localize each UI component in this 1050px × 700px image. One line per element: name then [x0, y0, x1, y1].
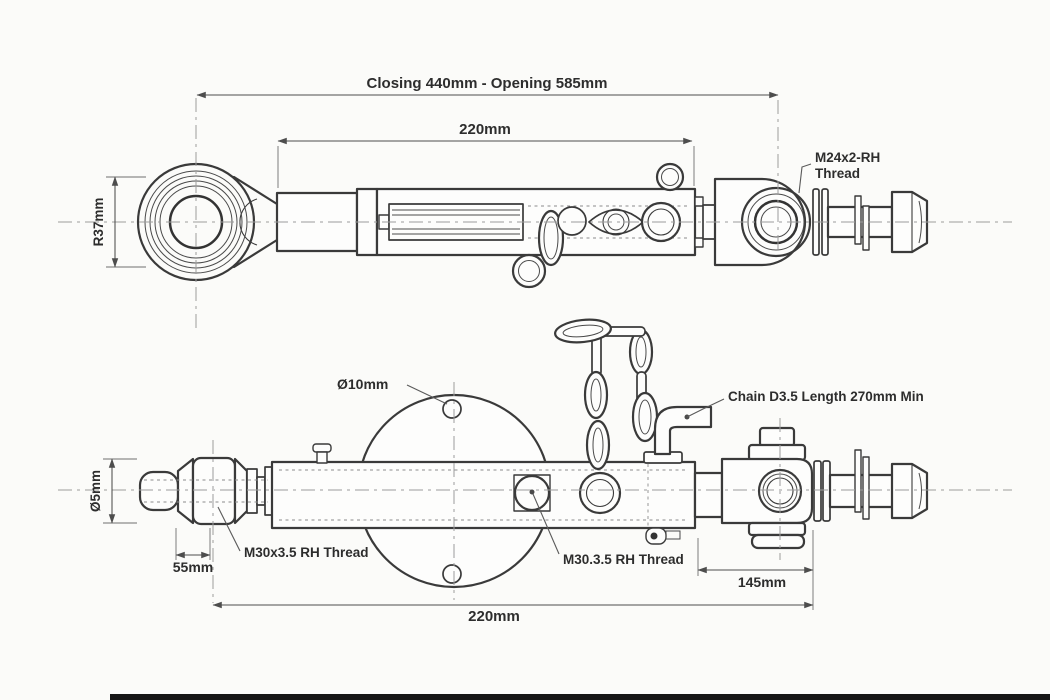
- ball-band: [191, 456, 237, 526]
- thread-label-line1: M24x2-RH: [815, 150, 880, 165]
- top-bolt: [312, 443, 332, 464]
- lynch-pin-rings: [511, 209, 565, 289]
- bottom-pin: [645, 527, 681, 545]
- dim-clevis-text: 145mm: [738, 574, 786, 590]
- tube-hardware: [557, 162, 685, 243]
- clevis-bottom-pad: [747, 521, 807, 537]
- ball-cap: [138, 470, 180, 512]
- safety-chain: [554, 318, 713, 471]
- ball-thread-text: M30x3.5 RH Thread: [244, 545, 369, 560]
- pin-hole: [557, 206, 587, 236]
- plate-hole-top: [442, 399, 462, 419]
- hanging-link: [537, 209, 565, 267]
- dim-ball-radius: R37mm: [91, 176, 146, 268]
- dim-ball-diameter-text: Ø5mm: [88, 470, 103, 512]
- stabiliser-tube: [270, 460, 724, 530]
- chain-link: [583, 370, 609, 420]
- plate-hole-bottom: [442, 564, 462, 584]
- mid-thread-text: M30.3.5 RH Thread: [563, 552, 684, 567]
- label-plate-hole: Ø10mm: [337, 376, 448, 405]
- dim-ball-width: 55mm: [173, 528, 213, 575]
- dim-tube-text: 220mm: [459, 121, 511, 138]
- dim-body-length-bottom: 220mm: [212, 601, 814, 625]
- tube-neck: [693, 471, 724, 519]
- ball-joint-side: [138, 456, 276, 526]
- dim-overall-length: Closing 440mm - Opening 585mm: [196, 75, 779, 99]
- chain-anchor-elbow: [653, 405, 713, 456]
- dim-tube-length-top: 220mm: [277, 121, 695, 188]
- label-mid-thread: M30.3.5 RH Thread: [529, 489, 684, 567]
- dim-overall-text: Closing 440mm - Opening 585mm: [367, 75, 608, 92]
- thread-label-line2: Thread: [815, 166, 860, 181]
- dim-ball-radius-text: R37mm: [91, 198, 106, 247]
- lynch-ring-top: [655, 162, 685, 192]
- turnbuckle-body: [275, 187, 704, 257]
- dim-ball-width-text: 55mm: [173, 559, 213, 575]
- clevis-top-pad: [758, 426, 796, 448]
- chain-ring: [578, 471, 622, 515]
- washer: [813, 460, 822, 522]
- lynch-ring-bottom: [511, 253, 547, 289]
- centerlines: [58, 98, 1012, 603]
- dim-ball-diameter: Ø5mm: [88, 458, 137, 524]
- cotter-pin: [854, 449, 862, 513]
- pull-ring: [554, 318, 612, 344]
- top-view: [136, 162, 929, 289]
- adjuster-circle: [513, 474, 551, 512]
- label-thread-m24: M24x2-RH Thread: [798, 150, 880, 194]
- dim-clevis-length: 145mm: [697, 530, 814, 610]
- bottom-view: [138, 318, 929, 589]
- label-chain: Chain D3.5 Length 270mm Min: [684, 389, 924, 420]
- chain-link: [585, 419, 611, 471]
- cotter-pin: [854, 195, 862, 245]
- label-ball-thread: M30x3.5 RH Thread: [217, 506, 369, 560]
- chain-label-text: Chain D3.5 Length 270mm Min: [728, 389, 924, 404]
- hole-label-text: Ø10mm: [337, 376, 388, 392]
- clevis-end: [720, 426, 929, 550]
- bottom-photo-edge: [110, 694, 1050, 700]
- dim-bottom-overall-text: 220mm: [468, 608, 520, 625]
